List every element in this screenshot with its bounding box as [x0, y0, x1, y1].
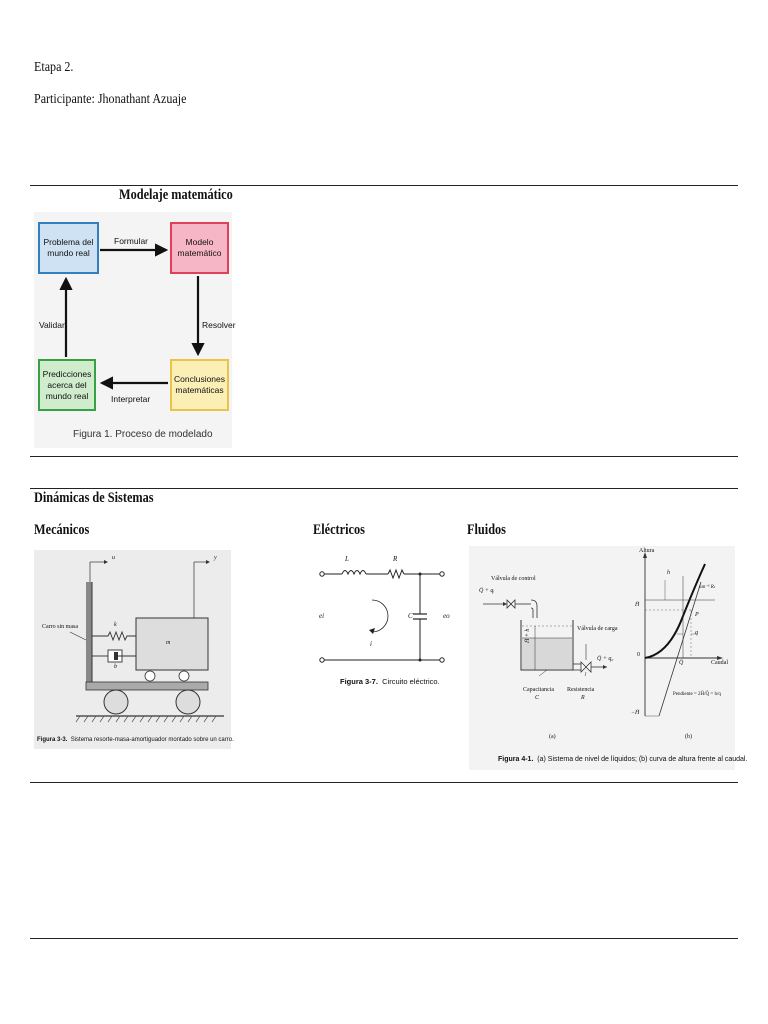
slope-label: Pendiente = 2H̄/Q̄ = h/q: [673, 692, 721, 697]
control-valve-label: Válvula de control: [491, 576, 536, 582]
mass-spring-damper-diagram: [69, 560, 224, 723]
electrical-figure: L R C ei eo i Figura 3-7. Circuito eléct…: [312, 550, 454, 696]
resistance-symbol: R: [581, 695, 585, 701]
resistance-label: Resistencia: [567, 687, 595, 693]
predictions-box: Predicciones acerca del mundo real: [38, 359, 96, 411]
capacitance-symbol: C: [535, 695, 540, 701]
hbar-label: H̄: [635, 602, 640, 608]
minus-hbar-label: −H̄: [631, 710, 640, 716]
ei-label: ei: [319, 612, 325, 620]
divider-3: [30, 488, 738, 489]
b-label: b: [114, 664, 117, 670]
modeling-figure: Problema del mundo real Modelo matemátic…: [34, 212, 236, 448]
C-label: C: [408, 612, 413, 620]
u-label: u: [112, 555, 115, 561]
part-b-label: (b): [685, 734, 692, 740]
electrical-heading: Eléctricos: [313, 522, 365, 538]
validate-label: Validar: [39, 320, 65, 330]
k-label: k: [114, 622, 117, 628]
stage-label: Etapa 2.: [34, 60, 74, 75]
fluids-heading: Fluidos: [467, 522, 506, 538]
participant-label: Participante: Jhonathant Azuaje: [34, 92, 187, 107]
divider-4: [30, 782, 738, 783]
h-label: h: [667, 570, 670, 576]
p-label: P: [695, 612, 699, 618]
head-label: H̄ + h: [525, 628, 531, 643]
modeling-title: Modelaje matemático: [119, 187, 233, 203]
load-valve-label: Válvula de carga: [577, 626, 618, 632]
mechanical-figure: Carro sin masa u y k b m Figura 3-3. Sis…: [34, 550, 234, 749]
outflow-label: Q̄ + q₀: [597, 656, 614, 662]
R-label: R: [393, 555, 398, 563]
liquid-level-diagram: [483, 552, 723, 717]
mechanical-caption: Figura 3-3. Sistema resorte-masa-amortig…: [37, 737, 234, 743]
part-a-label: (a): [549, 734, 556, 740]
fluids-caption: Figura 4-1. (a) Sistema de nivel de líqu…: [498, 756, 748, 763]
eo-label: eo: [443, 612, 450, 620]
dynamics-title: Dinámicas de Sistemas: [34, 490, 154, 506]
q-label: q: [695, 630, 698, 636]
y-label: y: [214, 555, 217, 561]
modeling-arrows: [59, 243, 205, 390]
capacitance-label: Capacitancia: [523, 687, 554, 693]
qbar-label: Q̄: [679, 660, 684, 666]
flow-axis-label: Caudal: [711, 660, 728, 666]
inflow-label: Q̄ + qᵢ: [479, 588, 495, 594]
formulate-label: Formular: [114, 236, 149, 246]
i-label: i: [370, 640, 372, 648]
solve-label: Resolver: [202, 320, 236, 330]
m-label: m: [166, 640, 171, 646]
L-label: L: [345, 555, 349, 563]
model-box: Modelo matemático: [170, 222, 229, 274]
problem-box: Problema del mundo real: [38, 222, 99, 274]
zero-label: 0: [637, 652, 640, 658]
rlc-circuit-diagram: [319, 568, 445, 663]
interpret-label: Interpretar: [111, 394, 151, 404]
tan-label: tan⁻¹ Rₜ: [699, 585, 716, 590]
divider-1: [30, 185, 738, 186]
cart-label: Carro sin masa: [42, 624, 78, 630]
divider-5: [30, 938, 738, 939]
fluids-figure: Válvula de control Q̄ + qᵢ Válvula de ca…: [469, 546, 747, 770]
height-axis-label: Altura: [639, 548, 655, 554]
conclusions-box: Conclusiones matemáticas: [170, 359, 229, 411]
modeling-caption: Figura 1. Proceso de modelado: [73, 429, 213, 440]
electrical-caption: Figura 3-7. Circuito eléctrico.: [340, 677, 440, 686]
mechanical-heading: Mecánicos: [34, 522, 90, 538]
divider-2: [30, 456, 738, 457]
